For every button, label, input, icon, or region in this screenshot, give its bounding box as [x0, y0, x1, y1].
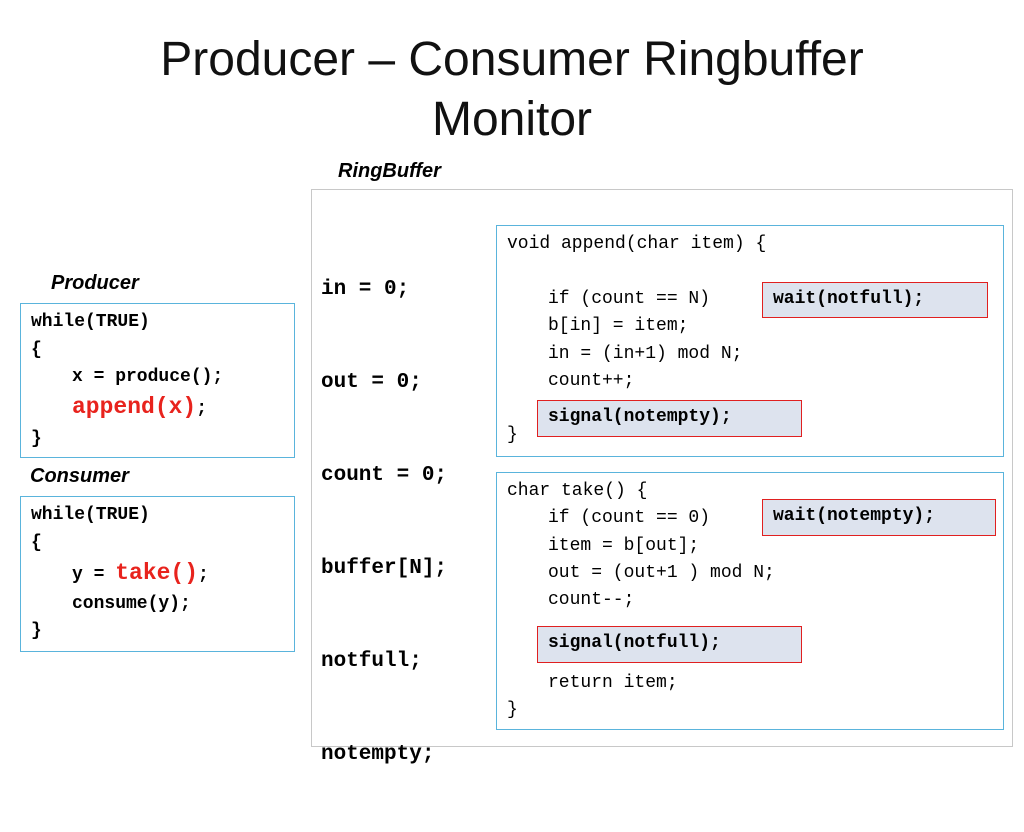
consumer-label: Consumer [30, 465, 129, 487]
var-in: in = 0; [321, 278, 410, 301]
ringbuffer-label: RingBuffer [338, 160, 441, 182]
producer-close-brace: } [31, 429, 42, 449]
take-load-line: item = b[out]; [548, 536, 700, 556]
take-header: char take() { [507, 481, 648, 501]
append-store-line: b[in] = item; [548, 316, 689, 336]
ringbuffer-variables: in = 0; out = 0; count = 0; buffer[N]; n… [321, 212, 447, 832]
signal-notfull-call: signal(notfull); [537, 626, 802, 663]
producer-open-brace: { [31, 340, 42, 360]
take-return-line: return item; [548, 673, 678, 693]
consumer-open-brace: { [31, 533, 42, 553]
consumer-box: while(TRUE) { y = take(); consume(y); } [20, 496, 295, 652]
var-notfull: notfull; [321, 650, 422, 673]
title-line-1: Producer – Consumer Ringbuffer [160, 33, 864, 86]
take-decrement-line: count--; [548, 590, 635, 610]
signal-notempty-call: signal(notempty); [537, 400, 802, 437]
producer-loop: while(TRUE) [31, 312, 150, 332]
slide-title: Producer – Consumer Ringbuffer Monitor [0, 30, 1024, 150]
producer-label: Producer [51, 272, 139, 294]
append-call-text: append(x) [72, 394, 197, 420]
title-line-2: Monitor [431, 93, 593, 146]
append-if-line: if (count == N) [548, 289, 711, 309]
var-notempty: notempty; [321, 743, 435, 766]
append-increment-line: count++; [548, 371, 635, 391]
append-close-brace: } [507, 425, 518, 445]
take-if-line: if (count == 0) [548, 508, 711, 528]
var-count: count = 0; [321, 464, 448, 487]
wait-notfull-call: wait(notfull); [762, 282, 988, 318]
take-semicolon: ; [198, 565, 209, 585]
consumer-loop: while(TRUE) [31, 505, 150, 525]
var-out: out = 0; [321, 371, 422, 394]
producer-produce-line: x = produce(); [72, 367, 224, 387]
take-close-brace: } [507, 700, 518, 720]
producer-box: while(TRUE) { x = produce(); append(x); … [20, 303, 295, 458]
producer-append-line: append(x); [72, 394, 207, 420]
var-buffer: buffer[N]; [321, 557, 448, 580]
append-semicolon: ; [196, 399, 208, 419]
wait-notempty-call: wait(notempty); [762, 499, 996, 536]
take-call-text: take() [115, 560, 199, 586]
consumer-take-line: y = take(); [72, 560, 209, 586]
take-advance-line: out = (out+1 ) mod N; [548, 563, 775, 583]
take-assign-text: y = [72, 565, 116, 585]
consumer-consume-line: consume(y); [72, 594, 191, 614]
consumer-close-brace: } [31, 621, 42, 641]
append-header: void append(char item) { [507, 234, 767, 254]
append-advance-line: in = (in+1) mod N; [548, 344, 743, 364]
